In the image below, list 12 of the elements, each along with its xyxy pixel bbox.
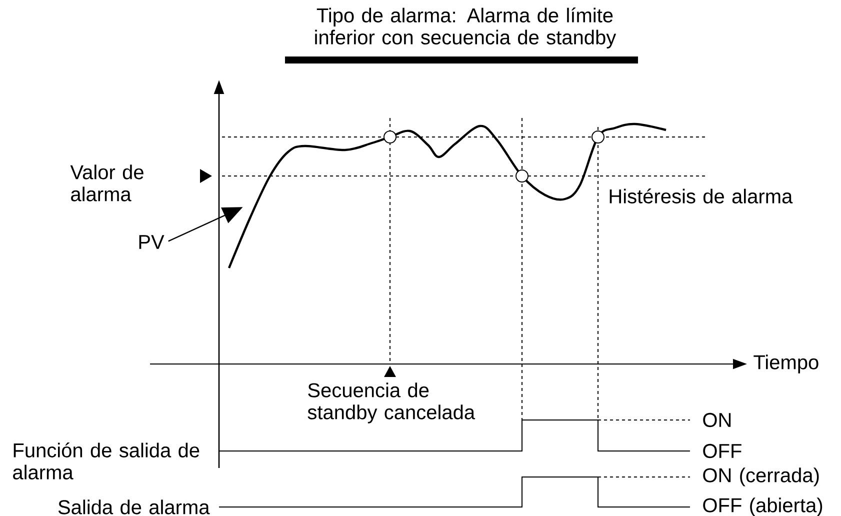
state-label: OFF [703,444,742,458]
state-label: OFF (abierta) [703,498,822,516]
axis-label: Valor de alarma [70,164,144,202]
event-label: Secuencia de standby cancelada [308,382,476,424]
pv-label: PV [139,235,164,249]
signal-label: Función de salida de alarma [13,442,200,480]
title: Tipo de alarma: Alarma de límite inferior con secuencia de standby [315,8,616,48]
state-label: ON (cerrada) [703,468,819,486]
signal-label: Salida de alarma [58,500,210,514]
state-label: ON [703,412,731,428]
axis-label: Tiempo [754,354,818,374]
axis-label: Histéresis de alarma [610,188,793,204]
